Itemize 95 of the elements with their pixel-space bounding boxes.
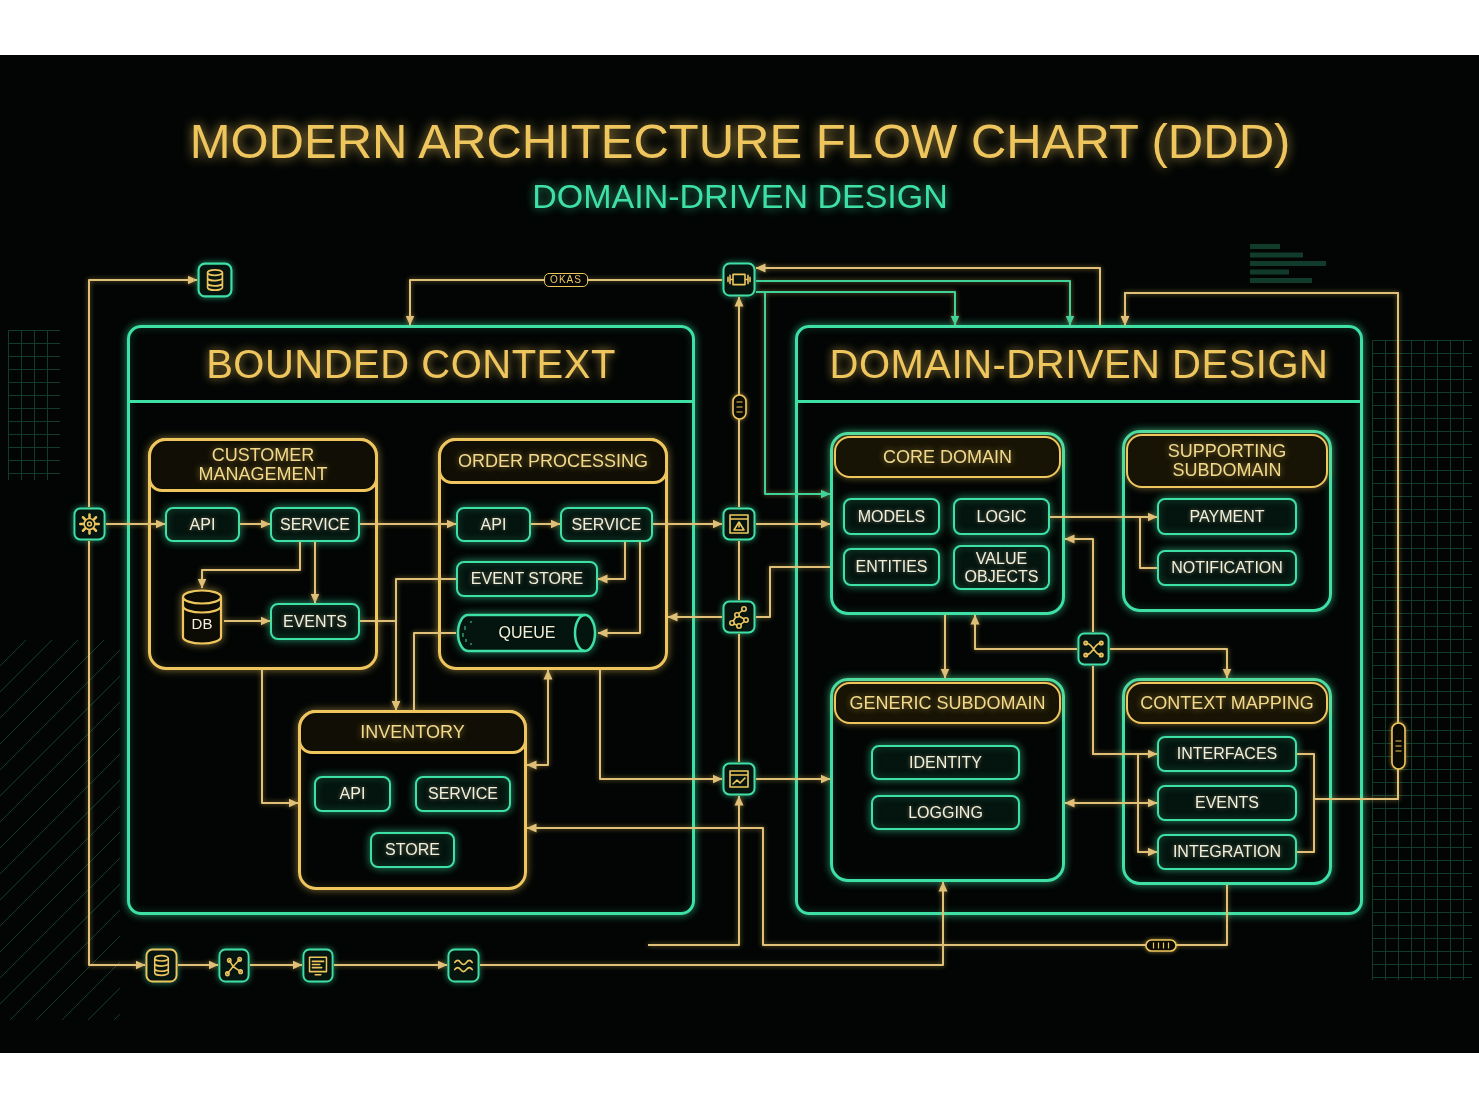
component-box: LOGIC <box>953 498 1050 535</box>
arrow <box>667 612 723 622</box>
panel-title: DOMAIN-DRIVEN DESIGN <box>798 328 1360 403</box>
component-box: API <box>456 507 531 542</box>
component-box: INTEGRATION <box>1157 834 1297 870</box>
component-box: SERVICE <box>560 507 653 542</box>
context-panel <box>127 325 695 915</box>
gear-icon <box>73 507 106 541</box>
context-panel <box>795 325 1363 915</box>
component-box: SERVICE <box>270 507 360 542</box>
double-arrow <box>1064 798 1158 808</box>
component-box: MODELS <box>843 498 940 535</box>
arrow <box>647 795 744 946</box>
arrow <box>239 519 271 529</box>
component-box: API <box>314 776 391 812</box>
connector-line <box>413 632 457 711</box>
arrow <box>249 960 303 970</box>
arrow <box>755 280 1075 326</box>
arrow <box>88 275 198 508</box>
panel-title: BOUNDED CONTEXT <box>130 328 692 403</box>
wave-lines-icon <box>447 948 480 983</box>
arrow <box>405 279 723 326</box>
component-box: LOGGING <box>871 795 1020 830</box>
connector-line <box>1049 516 1158 569</box>
subdomain-title: CONTEXT MAPPING <box>1126 682 1328 724</box>
subtitle: DOMAIN-DRIVEN DESIGN <box>532 176 948 216</box>
subdomain-title: CORE DOMAIN <box>834 436 1061 478</box>
component-box: STORE <box>370 832 455 868</box>
subdomain-panel <box>830 432 1065 615</box>
component-box: API <box>165 507 240 542</box>
database-icon <box>197 262 233 298</box>
component-box: INTERFACES <box>1157 736 1297 772</box>
module-panel <box>438 438 668 670</box>
arrow <box>1092 665 1158 857</box>
connector-line <box>738 540 740 601</box>
subdomain-title: GENERIC SUBDOMAIN <box>834 682 1061 724</box>
arrow <box>755 291 831 499</box>
module-panel <box>148 438 378 670</box>
module-title: ORDER PROCESSING <box>438 438 668 484</box>
branch-icon <box>218 948 250 983</box>
arrow <box>526 823 1228 946</box>
subdomain-panel <box>830 678 1065 882</box>
double-arrow <box>526 669 553 770</box>
database-label: DB <box>190 615 214 633</box>
arrow <box>333 960 448 970</box>
arrow <box>105 519 166 529</box>
arrow <box>970 614 1078 650</box>
component-box: EVENTS <box>270 603 360 640</box>
arrow <box>940 614 950 679</box>
arrow <box>88 540 146 970</box>
edge-label: OKAS <box>544 273 588 287</box>
arrow <box>734 296 744 508</box>
component-box: IDENTITY <box>871 745 1020 780</box>
module-title: CUSTOMER MANAGEMENT <box>148 438 378 492</box>
subdomain-panel <box>1122 430 1332 612</box>
component-box: EVENTS <box>1157 785 1297 821</box>
arrow <box>359 519 457 529</box>
chart-window-icon <box>722 762 756 796</box>
screen-icon <box>302 948 334 983</box>
crossing-lines-icon <box>1077 632 1110 666</box>
arrow <box>391 578 457 711</box>
arrow <box>1109 648 1232 679</box>
module-title: INVENTORY <box>298 710 527 754</box>
component-box: EVENT STORE <box>456 561 598 597</box>
database-icon <box>145 948 178 983</box>
subdomain-panel <box>1122 678 1332 885</box>
component-box: VALUE OBJECTS <box>953 545 1050 590</box>
arrow <box>597 541 641 638</box>
component-box: NOTIFICATION <box>1157 550 1297 586</box>
arrow <box>310 541 320 604</box>
component-box: ENTITIES <box>843 548 940 586</box>
network-icon <box>722 600 756 634</box>
module-panel <box>298 710 527 890</box>
arrow <box>530 519 561 529</box>
warning-window-icon <box>722 507 756 541</box>
arrow <box>755 519 831 529</box>
arrow <box>197 541 301 589</box>
arrow <box>652 519 723 529</box>
arrow <box>755 263 1101 326</box>
arrow <box>479 881 948 966</box>
arrow <box>599 669 723 784</box>
subdomain-title: SUPPORTING SUBDOMAIN <box>1126 434 1328 488</box>
arrow <box>1064 534 1094 633</box>
connector-line <box>738 633 740 763</box>
arrow <box>261 669 299 808</box>
connector-line <box>755 566 831 618</box>
queue-label: QUEUE <box>497 624 557 642</box>
chip-icon <box>722 262 756 297</box>
arrow <box>597 541 626 584</box>
arrow <box>177 960 219 970</box>
arrow <box>223 616 271 626</box>
arrow <box>755 774 831 784</box>
component-box: SERVICE <box>415 776 511 812</box>
diagram-title: MODERN ARCHITECTURE FLOW CHART (DDD) <box>189 113 1291 170</box>
component-box: PAYMENT <box>1157 498 1297 535</box>
